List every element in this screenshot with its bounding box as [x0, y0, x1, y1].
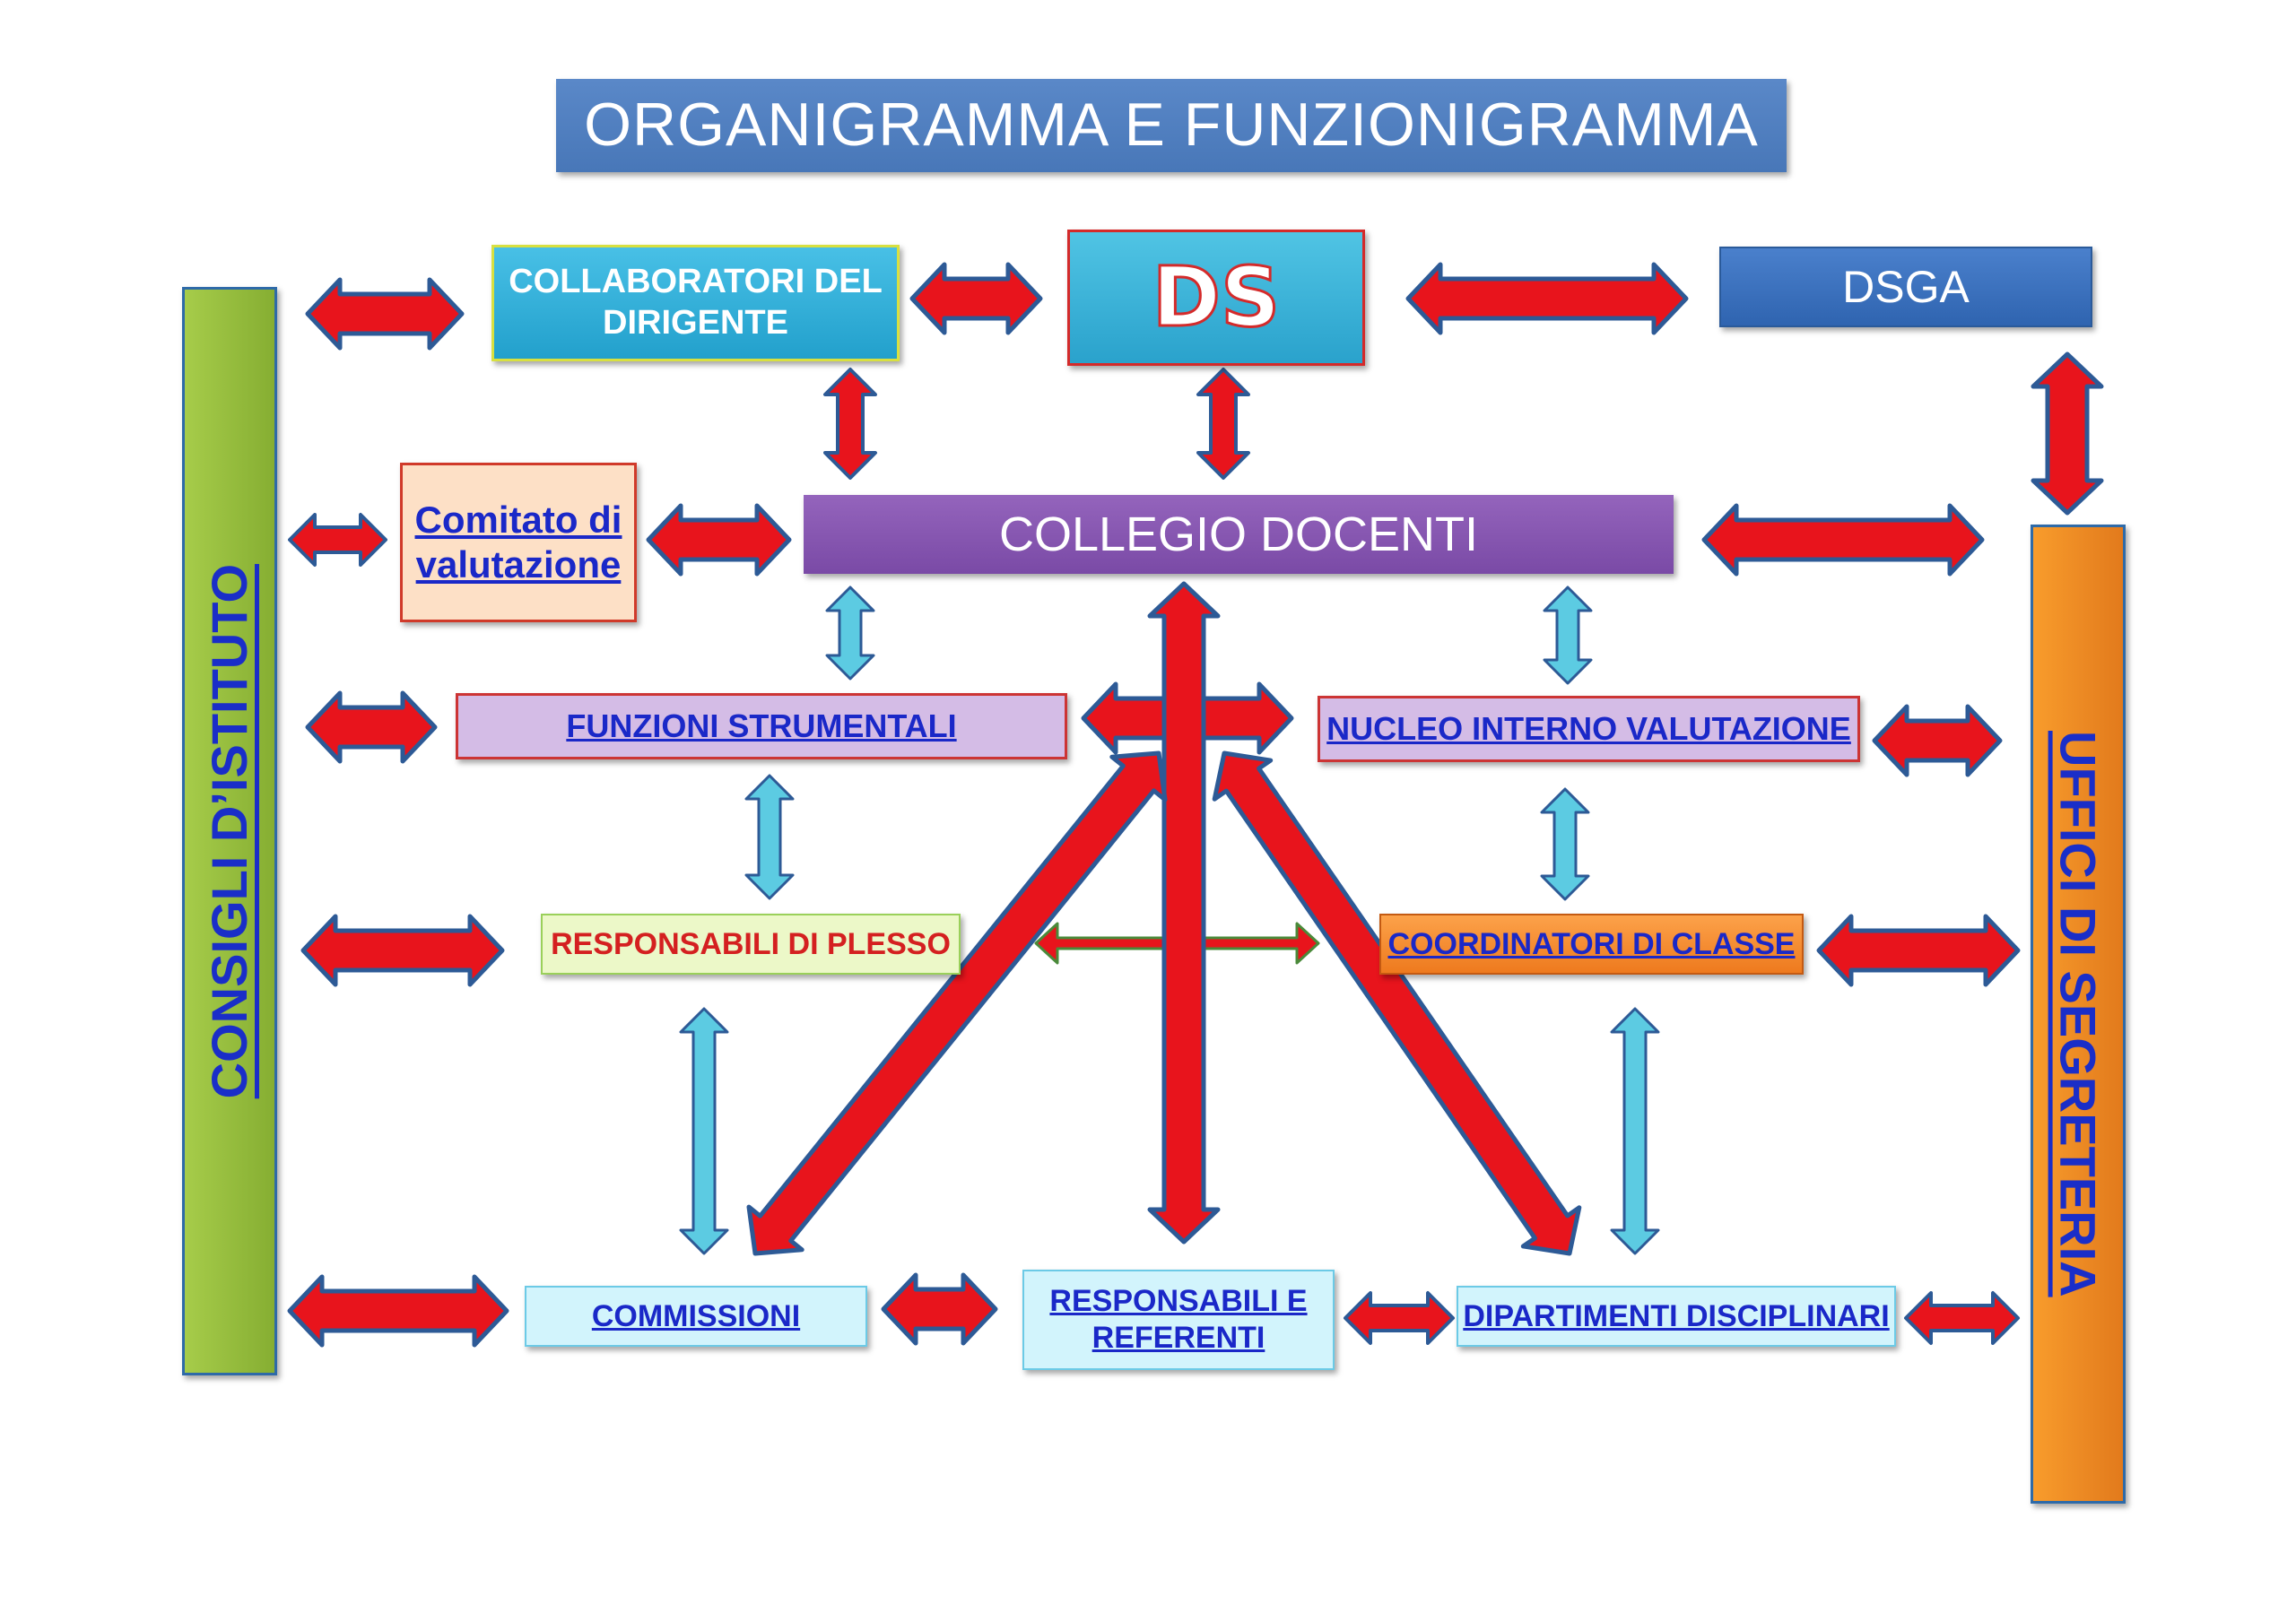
- nucleo-box[interactable]: NUCLEO INTERNO VALUTAZIONE: [1318, 696, 1860, 762]
- dsga-label: DSGA: [1842, 262, 1970, 312]
- arrow-centre-commissioni: [746, 750, 1168, 1256]
- responsabili-referenti-box[interactable]: RESPONSABILI E REFERENTI: [1022, 1270, 1335, 1370]
- arrow-nucleo-coord: [1540, 787, 1590, 901]
- arrow-consigli-commissioni: [287, 1274, 509, 1348]
- uffici-box[interactable]: UFFICI DI SEGRETERIA: [2031, 525, 2126, 1504]
- dipartimenti-box[interactable]: DIPARTIMENTI DISCIPLINARI: [1457, 1286, 1896, 1347]
- commissioni-link[interactable]: COMMISSIONI: [591, 1298, 801, 1333]
- arrow-consigli-plesso: [300, 914, 505, 987]
- arrow-collab-collegio: [823, 368, 877, 480]
- dipartimenti-link[interactable]: DIPARTIMENTI DISCIPLINARI: [1463, 1298, 1890, 1333]
- arrow-comitato-collegio: [646, 503, 792, 577]
- funzioni-box[interactable]: FUNZIONI STRUMENTALI: [456, 693, 1067, 759]
- collaboratori-label: COLLABORATORI DEL DIRIGENTE: [509, 263, 883, 342]
- arrow-centre-dipart: [1212, 750, 1582, 1256]
- arrow-collegio-uffici: [1701, 503, 1985, 577]
- arrow-collegio-centre-axis: [1147, 581, 1221, 1245]
- arrow-coord-dipart: [1610, 1007, 1660, 1255]
- collaboratori-box: COLLABORATORI DEL DIRIGENTE: [491, 245, 900, 361]
- arrow-funzioni-plesso: [744, 774, 795, 900]
- consigli-box[interactable]: CONSIGLI D’ISTITUTO: [182, 287, 277, 1375]
- responsabili-plesso-box: RESPONSABILI DI PLESSO: [541, 914, 961, 975]
- arrow-collegio-nucleo: [1543, 585, 1593, 685]
- arrow-ds-collegio: [1196, 368, 1250, 480]
- arrow-respref-dipart: [1344, 1291, 1455, 1345]
- funzioni-link[interactable]: FUNZIONI STRUMENTALI: [566, 707, 957, 745]
- arrow-nucleo-uffici: [1872, 704, 2003, 777]
- collegio-label: COLLEGIO DOCENTI: [998, 507, 1479, 561]
- arrow-ds-dsga: [1405, 262, 1689, 335]
- arrow-consigli-comitato: [288, 513, 387, 567]
- page-title: ORGANIGRAMMA E FUNZIONIGRAMMA: [556, 79, 1787, 172]
- commissioni-box[interactable]: COMMISSIONI: [525, 1286, 867, 1347]
- arrow-consigli-funzioni: [305, 690, 438, 764]
- arrow-consigli-collab: [305, 277, 465, 351]
- arrow-collegio-funzioni: [825, 585, 875, 681]
- arrow-dipart-uffici: [1904, 1291, 2020, 1345]
- arrow-collab-ds: [909, 262, 1043, 335]
- dsga-box: DSGA: [1719, 247, 2092, 327]
- comitato-link[interactable]: Comitato di valutazione: [414, 498, 622, 585]
- uffici-link[interactable]: UFFICI DI SEGRETERIA: [2049, 731, 2107, 1297]
- nucleo-link[interactable]: NUCLEO INTERNO VALUTAZIONE: [1326, 710, 1851, 748]
- arrow-dsga-uffici: [2031, 351, 2104, 516]
- responsabili-plesso-label: RESPONSABILI DI PLESSO: [551, 926, 951, 961]
- collegio-box: COLLEGIO DOCENTI: [804, 495, 1674, 574]
- comitato-box[interactable]: Comitato di valutazione: [400, 463, 637, 622]
- coordinatori-box[interactable]: COORDINATORI DI CLASSE: [1379, 914, 1804, 975]
- coordinatori-link[interactable]: COORDINATORI DI CLASSE: [1387, 926, 1796, 961]
- arrow-plesso-commissioni: [679, 1007, 729, 1255]
- ds-label: DS: [1151, 247, 1282, 346]
- ds-box: DS: [1067, 230, 1365, 366]
- responsabili-referenti-link[interactable]: RESPONSABILI E REFERENTI: [1049, 1284, 1308, 1355]
- arrow-commissioni-respref: [881, 1272, 998, 1346]
- consigli-link[interactable]: CONSIGLI D’ISTITUTO: [201, 563, 258, 1099]
- arrow-coord-uffici: [1816, 914, 2021, 987]
